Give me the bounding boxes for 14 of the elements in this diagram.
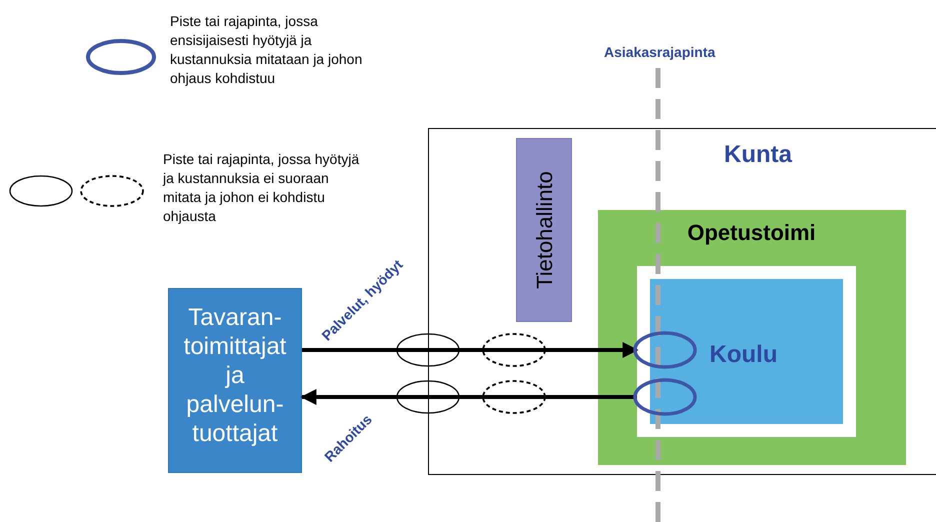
- box-title: Opetustoimi: [686, 220, 817, 246]
- organization-box: [428, 128, 936, 475]
- supplier-box: [168, 288, 302, 473]
- bar-label: Tietohallinto: [532, 170, 558, 288]
- box-label: Tavaran- toimittajat ja palvelun- tuottajat: [184, 303, 286, 448]
- box-title: Kunta: [724, 141, 792, 169]
- department-box: [598, 210, 906, 464]
- department-bar: [516, 138, 572, 322]
- legend-text: Piste tai rajapinta, jossa hyötyjä ja kustannuksia ei suoraan mitata ja johon ei kohdistu ohjausta: [163, 150, 360, 226]
- interface-label: Asiakasrajapinta: [604, 44, 716, 60]
- box-title: Koulu: [710, 340, 778, 368]
- legend-text: Piste tai rajapinta, jossa ensisijaisesti hyötyjä ja kustannuksia mitataan ja johon ohjaus kohdistuu: [170, 12, 364, 88]
- unit-box: [636, 266, 856, 436]
- arrow: [302, 342, 639, 358]
